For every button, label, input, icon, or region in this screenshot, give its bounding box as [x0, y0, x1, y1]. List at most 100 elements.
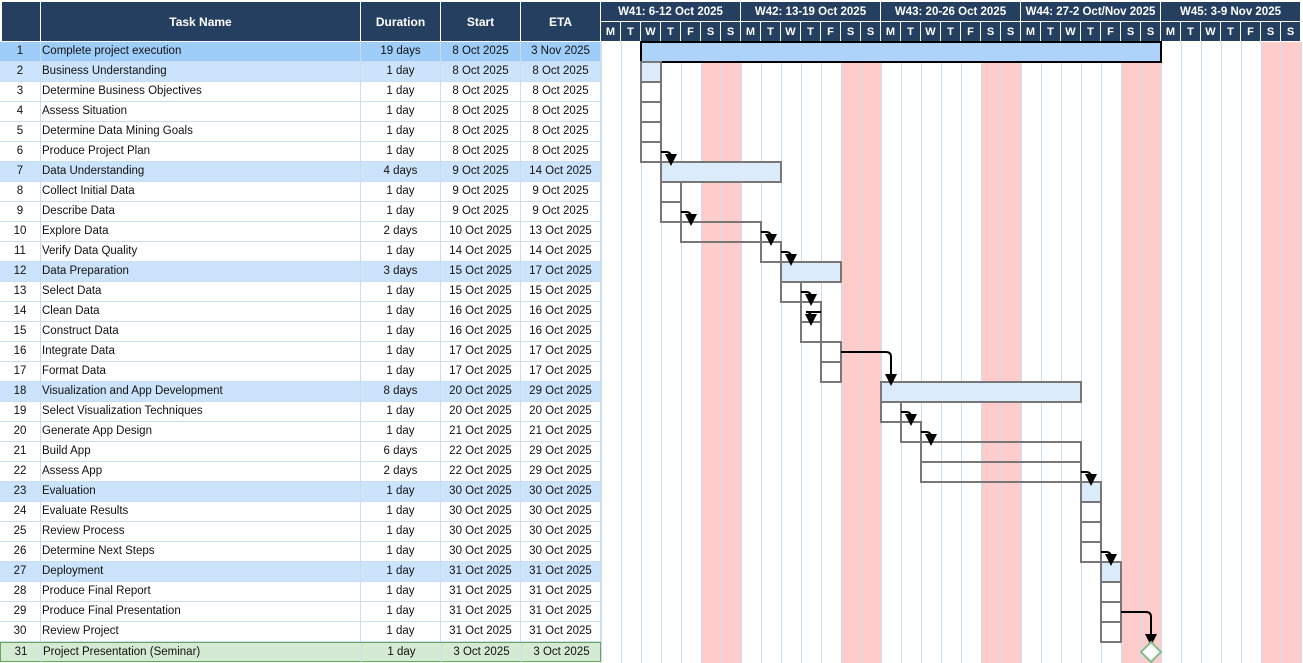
- start-date-cell[interactable]: 30 Oct 2025: [441, 542, 521, 561]
- eta-date-cell[interactable]: 31 Oct 2025: [521, 622, 601, 641]
- duration-cell[interactable]: 8 days: [361, 382, 441, 401]
- duration-cell[interactable]: 1 day: [361, 182, 441, 201]
- start-date-cell[interactable]: 8 Oct 2025: [441, 82, 521, 101]
- task-name-cell[interactable]: Determine Next Steps: [41, 542, 361, 561]
- task-name-cell[interactable]: Select Visualization Techniques: [41, 402, 361, 421]
- task-name-cell[interactable]: Evaluation: [41, 482, 361, 501]
- duration-cell[interactable]: 1 day: [361, 322, 441, 341]
- start-date-cell[interactable]: 22 Oct 2025: [441, 462, 521, 481]
- duration-cell[interactable]: 1 day: [361, 542, 441, 561]
- task-id-cell[interactable]: 2: [0, 62, 41, 81]
- duration-cell[interactable]: 1 day: [361, 422, 441, 441]
- task-name-cell[interactable]: Determine Business Objectives: [41, 82, 361, 101]
- start-date-cell[interactable]: 9 Oct 2025: [441, 162, 521, 181]
- eta-date-cell[interactable]: 29 Oct 2025: [521, 462, 601, 481]
- eta-date-cell[interactable]: 29 Oct 2025: [521, 442, 601, 461]
- start-date-cell[interactable]: 30 Oct 2025: [441, 522, 521, 541]
- duration-cell[interactable]: 2 days: [361, 222, 441, 241]
- eta-date-cell[interactable]: 30 Oct 2025: [521, 482, 601, 501]
- duration-cell[interactable]: 1 day: [361, 122, 441, 141]
- column-header-duration[interactable]: Duration: [361, 2, 441, 41]
- task-name-cell[interactable]: Assess App: [41, 462, 361, 481]
- start-date-cell[interactable]: 31 Oct 2025: [441, 582, 521, 601]
- start-date-cell[interactable]: 15 Oct 2025: [441, 262, 521, 281]
- start-date-cell[interactable]: 31 Oct 2025: [441, 622, 521, 641]
- task-name-cell[interactable]: Deployment: [41, 562, 361, 581]
- start-date-cell[interactable]: 30 Oct 2025: [441, 482, 521, 501]
- task-id-cell[interactable]: 4: [0, 102, 41, 121]
- task-id-cell[interactable]: 17: [0, 362, 41, 381]
- eta-date-cell[interactable]: 8 Oct 2025: [521, 102, 601, 121]
- duration-cell[interactable]: 1 day: [361, 242, 441, 261]
- start-date-cell[interactable]: 22 Oct 2025: [441, 442, 521, 461]
- eta-date-cell[interactable]: 20 Oct 2025: [521, 402, 601, 421]
- start-date-cell[interactable]: 14 Oct 2025: [441, 242, 521, 261]
- duration-cell[interactable]: 1 day: [361, 522, 441, 541]
- duration-cell[interactable]: 1 day: [362, 643, 442, 662]
- start-date-cell[interactable]: 30 Oct 2025: [441, 502, 521, 521]
- start-date-cell[interactable]: 8 Oct 2025: [441, 142, 521, 161]
- eta-date-cell[interactable]: 17 Oct 2025: [521, 362, 601, 381]
- task-id-cell[interactable]: 19: [0, 402, 41, 421]
- start-date-cell[interactable]: 3 Oct 2025: [442, 643, 522, 662]
- eta-date-cell[interactable]: 21 Oct 2025: [521, 422, 601, 441]
- task-name-cell[interactable]: Business Understanding: [41, 62, 361, 81]
- start-date-cell[interactable]: 16 Oct 2025: [441, 322, 521, 341]
- eta-date-cell[interactable]: 14 Oct 2025: [521, 162, 601, 181]
- task-name-cell[interactable]: Build App: [41, 442, 361, 461]
- eta-date-cell[interactable]: 8 Oct 2025: [521, 82, 601, 101]
- task-name-cell[interactable]: Select Data: [41, 282, 361, 301]
- eta-date-cell[interactable]: 17 Oct 2025: [521, 262, 601, 281]
- task-id-cell[interactable]: 22: [0, 462, 41, 481]
- eta-date-cell[interactable]: 31 Oct 2025: [521, 602, 601, 621]
- task-name-cell[interactable]: Complete project execution: [41, 42, 361, 61]
- task-id-cell[interactable]: 31: [1, 643, 42, 662]
- column-header-start[interactable]: Start: [441, 2, 521, 41]
- start-date-cell[interactable]: 17 Oct 2025: [441, 342, 521, 361]
- eta-date-cell[interactable]: 30 Oct 2025: [521, 542, 601, 561]
- task-id-cell[interactable]: 29: [0, 602, 41, 621]
- task-id-cell[interactable]: 6: [0, 142, 41, 161]
- task-id-cell[interactable]: 14: [0, 302, 41, 321]
- duration-cell[interactable]: 3 days: [361, 262, 441, 281]
- task-name-cell[interactable]: Project Presentation (Seminar): [42, 643, 362, 662]
- eta-date-cell[interactable]: 16 Oct 2025: [521, 302, 601, 321]
- column-header-eta[interactable]: ETA: [521, 2, 601, 41]
- start-date-cell[interactable]: 31 Oct 2025: [441, 602, 521, 621]
- task-name-cell[interactable]: Construct Data: [41, 322, 361, 341]
- task-id-cell[interactable]: 15: [0, 322, 41, 341]
- task-name-cell[interactable]: Review Process: [41, 522, 361, 541]
- task-id-cell[interactable]: 30: [0, 622, 41, 641]
- eta-date-cell[interactable]: 16 Oct 2025: [521, 322, 601, 341]
- task-id-cell[interactable]: 9: [0, 202, 41, 221]
- task-id-cell[interactable]: 12: [0, 262, 41, 281]
- eta-date-cell[interactable]: 30 Oct 2025: [521, 502, 601, 521]
- start-date-cell[interactable]: 21 Oct 2025: [441, 422, 521, 441]
- duration-cell[interactable]: 1 day: [361, 342, 441, 361]
- eta-date-cell[interactable]: 3 Nov 2025: [521, 42, 601, 61]
- task-name-cell[interactable]: Explore Data: [41, 222, 361, 241]
- task-id-cell[interactable]: 23: [0, 482, 41, 501]
- column-header-task-name[interactable]: Task Name: [41, 2, 361, 41]
- eta-date-cell[interactable]: 17 Oct 2025: [521, 342, 601, 361]
- task-id-cell[interactable]: 5: [0, 122, 41, 141]
- eta-date-cell[interactable]: 3 Oct 2025: [522, 643, 602, 662]
- task-id-cell[interactable]: 8: [0, 182, 41, 201]
- task-id-cell[interactable]: 1: [0, 42, 41, 61]
- duration-cell[interactable]: 1 day: [361, 362, 441, 381]
- task-name-cell[interactable]: Evaluate Results: [41, 502, 361, 521]
- task-name-cell[interactable]: Produce Final Presentation: [41, 602, 361, 621]
